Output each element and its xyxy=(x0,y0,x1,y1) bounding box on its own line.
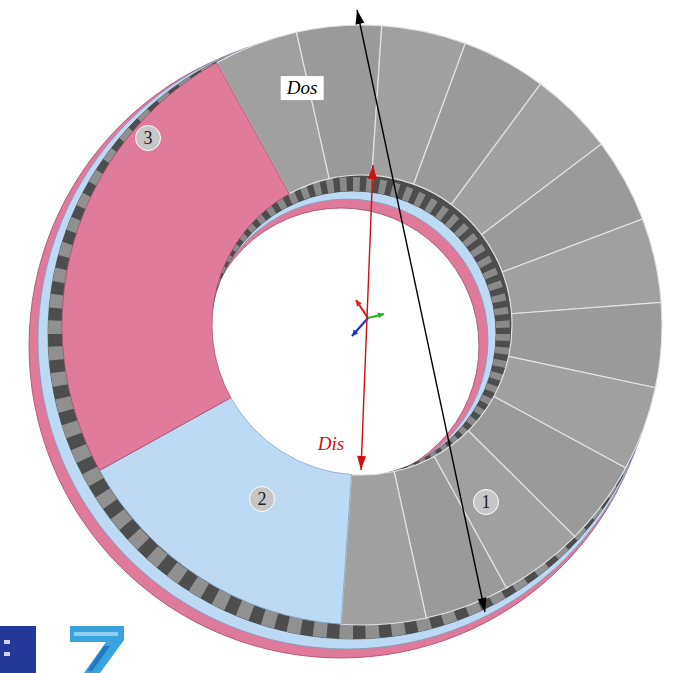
fp7-logo-stripe xyxy=(74,632,118,636)
axis-arrow xyxy=(356,300,368,318)
stator-tooth xyxy=(495,346,510,354)
fp7-logo-stripe xyxy=(87,646,110,671)
arrow-head xyxy=(356,300,362,307)
stator-tooth xyxy=(378,179,387,194)
stator-tooth xyxy=(339,177,347,191)
stator-tooth xyxy=(494,307,509,316)
stator-tooth xyxy=(402,186,413,202)
stator-tooth xyxy=(487,280,502,291)
funding-logos xyxy=(0,626,124,673)
dimension-label: Dis xyxy=(312,432,350,456)
inner-diameter-line xyxy=(361,165,373,470)
stator-tooth xyxy=(445,214,459,229)
arrow-head xyxy=(352,330,358,336)
fp7-logo xyxy=(70,626,124,673)
arrow-head xyxy=(357,456,366,470)
stator-tooth xyxy=(463,233,478,247)
flag-detail xyxy=(4,640,10,644)
callout-number: 2 xyxy=(249,486,275,512)
stator-tooth xyxy=(495,320,509,328)
stator-tooth xyxy=(496,334,510,341)
stator-segment xyxy=(341,472,426,625)
callout-number: 1 xyxy=(473,489,499,515)
stator-tooth xyxy=(477,256,493,269)
eu-flag xyxy=(0,626,36,673)
arrow-head xyxy=(377,313,384,319)
stator-tooth xyxy=(326,178,335,193)
outer-diameter-line xyxy=(357,10,485,612)
stator-tooth xyxy=(413,192,425,208)
axis-arrow xyxy=(352,318,368,336)
stator-tooth xyxy=(470,244,485,257)
stator-segment xyxy=(296,25,381,179)
flag-detail xyxy=(4,652,10,656)
callout-number: 3 xyxy=(135,125,161,151)
stator-tooth xyxy=(435,205,449,220)
stator-segment xyxy=(502,219,661,314)
stator-tooth xyxy=(483,268,499,280)
stator-tooth xyxy=(493,359,508,368)
sector-pink xyxy=(62,63,289,471)
dimension-label: Dos xyxy=(281,76,324,100)
stator-tooth xyxy=(454,223,469,238)
stator-tooth xyxy=(425,198,438,213)
stator-tooth xyxy=(491,293,506,303)
arrow-head xyxy=(368,165,377,179)
stator-tooth xyxy=(353,177,360,191)
arrow-head xyxy=(478,597,487,612)
arrow-head xyxy=(356,10,365,25)
